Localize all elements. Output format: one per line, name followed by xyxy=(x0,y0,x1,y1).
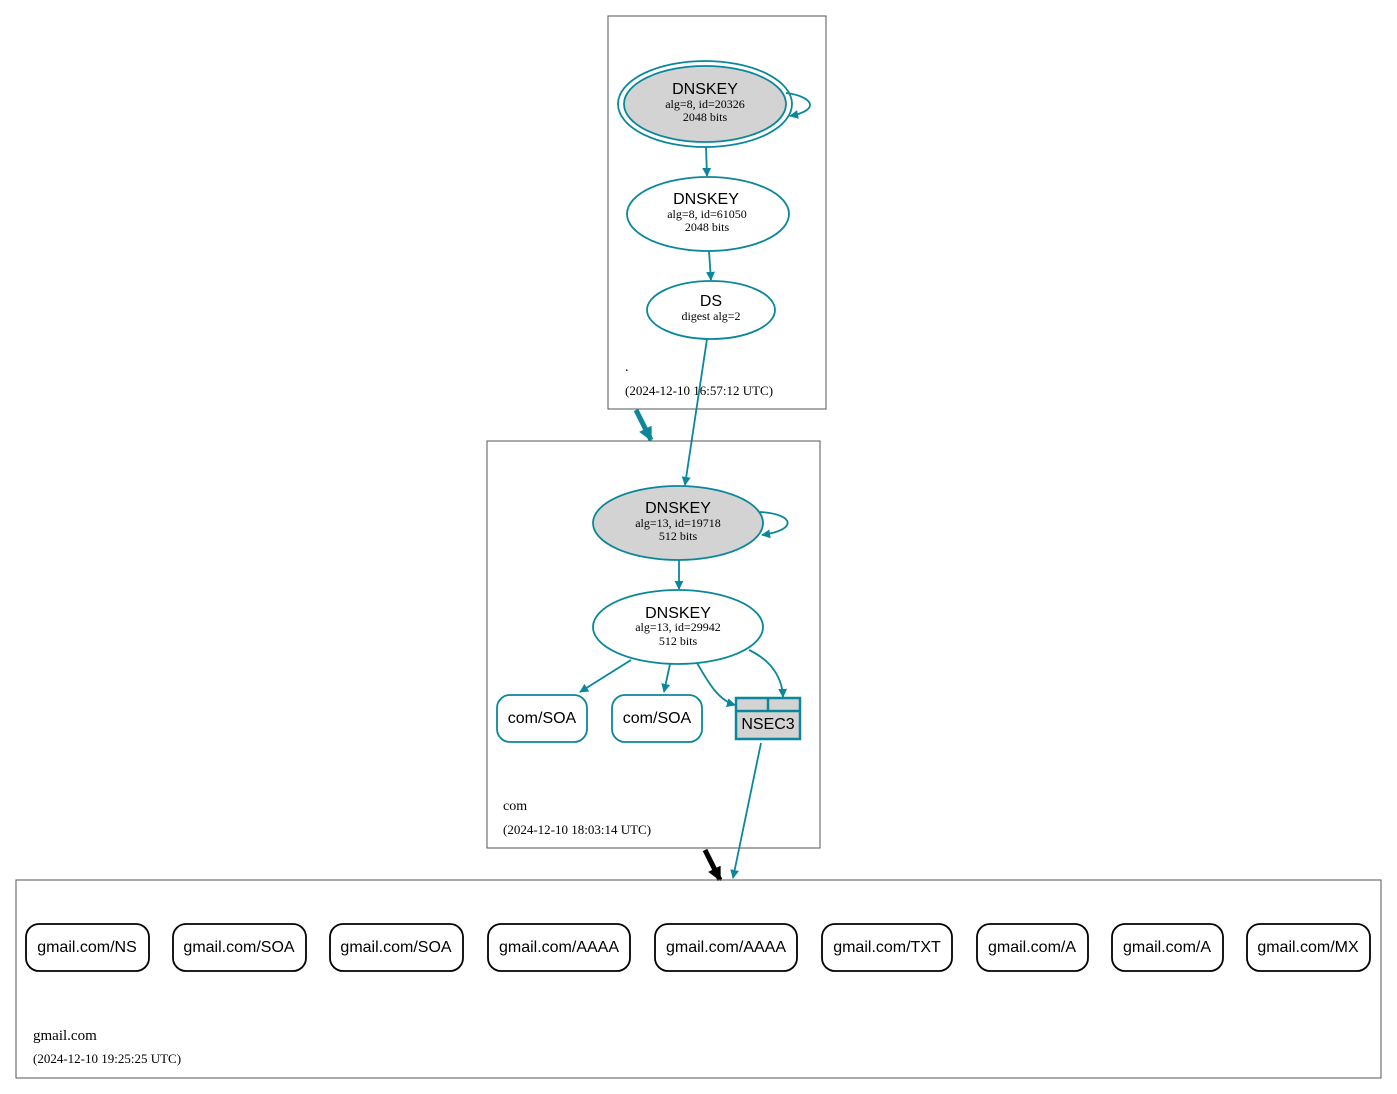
com-ksk-line2: 512 bits xyxy=(659,529,698,543)
com-soa-record-2-label: com/SOA xyxy=(623,710,692,727)
gmail-record-9-label: gmail.com/MX xyxy=(1257,939,1359,956)
com-zsk-to-soa2-edge xyxy=(661,663,671,693)
com-zsk-line1: alg=13, id=29942 xyxy=(635,620,721,634)
root-ksk-to-zsk-edge xyxy=(702,146,712,177)
gmail-record-7[interactable]: gmail.com/A xyxy=(976,923,1089,972)
com-ksk-node[interactable]: DNSKEY alg=13, id=19718 512 bits xyxy=(592,485,764,561)
com-zsk-to-nsec3-edge-a xyxy=(696,662,736,708)
root-ksk-node[interactable]: DNSKEY alg=8, id=20326 2048 bits xyxy=(617,60,793,148)
gmail-record-8[interactable]: gmail.com/A xyxy=(1111,923,1224,972)
root-ksk-type: DNSKEY xyxy=(672,81,738,98)
com-zsk-to-nsec3-edge-b xyxy=(748,649,788,698)
com-zone-timestamp: (2024-12-10 18:03:14 UTC) xyxy=(503,822,651,837)
gmail-record-6-label: gmail.com/TXT xyxy=(833,939,941,956)
root-zsk-line2: 2048 bits xyxy=(685,220,730,234)
root-zsk-node[interactable]: DNSKEY alg=8, id=61050 2048 bits xyxy=(626,176,790,252)
gmail-record-2-label: gmail.com/SOA xyxy=(183,939,294,956)
root-ds-line1: digest alg=2 xyxy=(681,309,740,323)
com-to-gmail-delegation-edge xyxy=(702,848,723,882)
root-ksk-line1: alg=8, id=20326 xyxy=(665,97,745,111)
gmail-record-7-label: gmail.com/A xyxy=(988,939,1076,956)
com-zsk-node[interactable]: DNSKEY alg=13, id=29942 512 bits xyxy=(592,589,764,665)
root-ds-type: DS xyxy=(700,293,722,310)
gmail-record-1-label: gmail.com/NS xyxy=(37,939,137,956)
zone-root: DNSKEY alg=8, id=20326 2048 bits DNSKEY … xyxy=(607,15,827,410)
zone-com-box xyxy=(486,440,821,849)
com-ksk-line1: alg=13, id=19718 xyxy=(635,516,721,530)
gmail-record-6[interactable]: gmail.com/TXT xyxy=(821,923,953,972)
root-zsk-line1: alg=8, id=61050 xyxy=(667,207,747,221)
gmail-zone-name: gmail.com xyxy=(33,1028,97,1044)
gmail-record-5[interactable]: gmail.com/AAAA xyxy=(654,923,798,972)
gmail-record-1[interactable]: gmail.com/NS xyxy=(25,923,150,972)
gmail-record-9[interactable]: gmail.com/MX xyxy=(1246,923,1371,972)
zone-root-box xyxy=(607,15,827,410)
ds-to-com-ksk-edge xyxy=(681,338,708,486)
com-zsk-line2: 512 bits xyxy=(659,634,698,648)
com-zsk-to-soa1-edge xyxy=(579,659,632,693)
com-ksk-self-edge xyxy=(759,511,789,539)
gmail-record-2[interactable]: gmail.com/SOA xyxy=(172,923,307,972)
com-zsk-type: DNSKEY xyxy=(645,605,711,622)
root-zone-name: . xyxy=(625,360,629,375)
com-zone-name: com xyxy=(503,799,527,814)
zone-com: DNSKEY alg=13, id=19718 512 bits DNSKEY … xyxy=(486,440,821,849)
gmail-record-3-label: gmail.com/SOA xyxy=(340,939,451,956)
root-to-com-delegation-edge xyxy=(633,408,654,442)
com-nsec3-node[interactable]: NSEC3 xyxy=(734,696,802,741)
gmail-record-4-label: gmail.com/AAAA xyxy=(499,939,619,956)
zone-gmail: gmail.com/NS gmail.com/SOA gmail.com/SOA… xyxy=(15,879,1382,1079)
root-ds-node[interactable]: DS digest alg=2 xyxy=(646,280,776,340)
gmail-zone-timestamp: (2024-12-10 19:25:25 UTC) xyxy=(33,1051,181,1066)
com-soa-record-1[interactable]: com/SOA xyxy=(496,694,588,743)
root-ksk-self-edge xyxy=(785,92,811,119)
com-soa-record-2[interactable]: com/SOA xyxy=(611,694,703,743)
nsec3-to-gmail-edge xyxy=(730,742,762,879)
root-zsk-to-ds-edge xyxy=(705,250,715,281)
gmail-record-8-label: gmail.com/A xyxy=(1123,939,1211,956)
com-ksk-type: DNSKEY xyxy=(645,500,711,517)
zone-gmail-box xyxy=(15,879,1382,1079)
root-zsk-type: DNSKEY xyxy=(673,191,739,208)
gmail-record-4[interactable]: gmail.com/AAAA xyxy=(487,923,631,972)
com-soa-record-1-label: com/SOA xyxy=(508,710,577,727)
root-ksk-line2: 2048 bits xyxy=(683,110,728,124)
gmail-record-3[interactable]: gmail.com/SOA xyxy=(329,923,464,972)
com-nsec3-label: NSEC3 xyxy=(741,716,794,733)
gmail-record-5-label: gmail.com/AAAA xyxy=(666,939,786,956)
